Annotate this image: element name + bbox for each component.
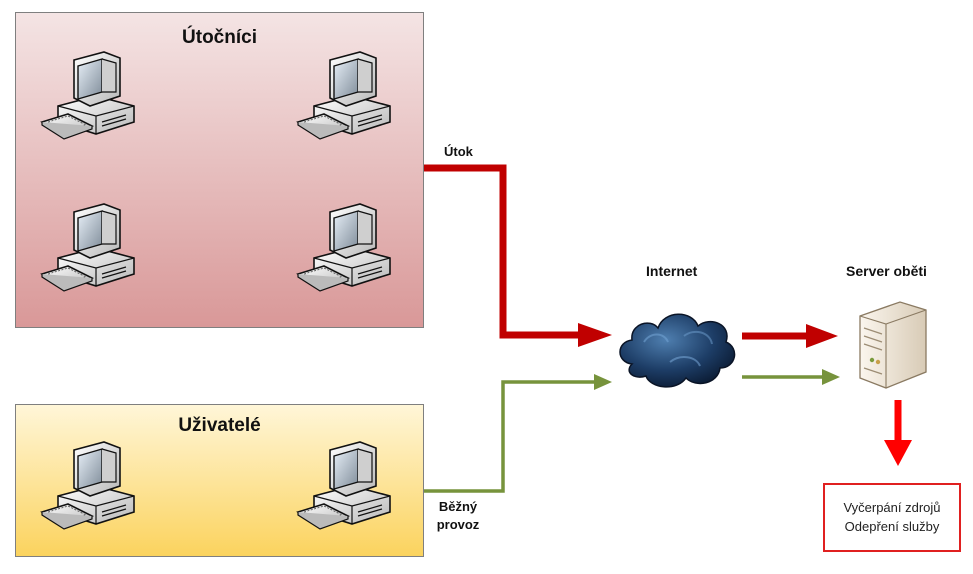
users-title: Uživatelé [178,415,261,436]
internet-label: Internet [646,263,698,279]
result-box: Vyčerpání zdrojů Odepření služby [823,483,961,552]
normal-traffic-label-line1: Běžný [438,499,478,514]
attack-label: Útok [444,144,473,159]
normal-traffic-line [424,369,840,493]
victim-server-label: Server oběti [846,263,927,279]
attack-line [424,164,838,348]
result-line1: Vyčerpání zdrojů [843,499,941,515]
result-arrow [884,400,912,466]
normal-traffic-label: Běžný provoz [428,498,488,533]
server-icon [859,301,927,389]
cloud-icon [619,313,736,388]
attackers-title: Útočníci [182,27,257,48]
result-line2: Odepření služby [844,518,940,534]
normal-traffic-label-line2: provoz [436,516,480,532]
